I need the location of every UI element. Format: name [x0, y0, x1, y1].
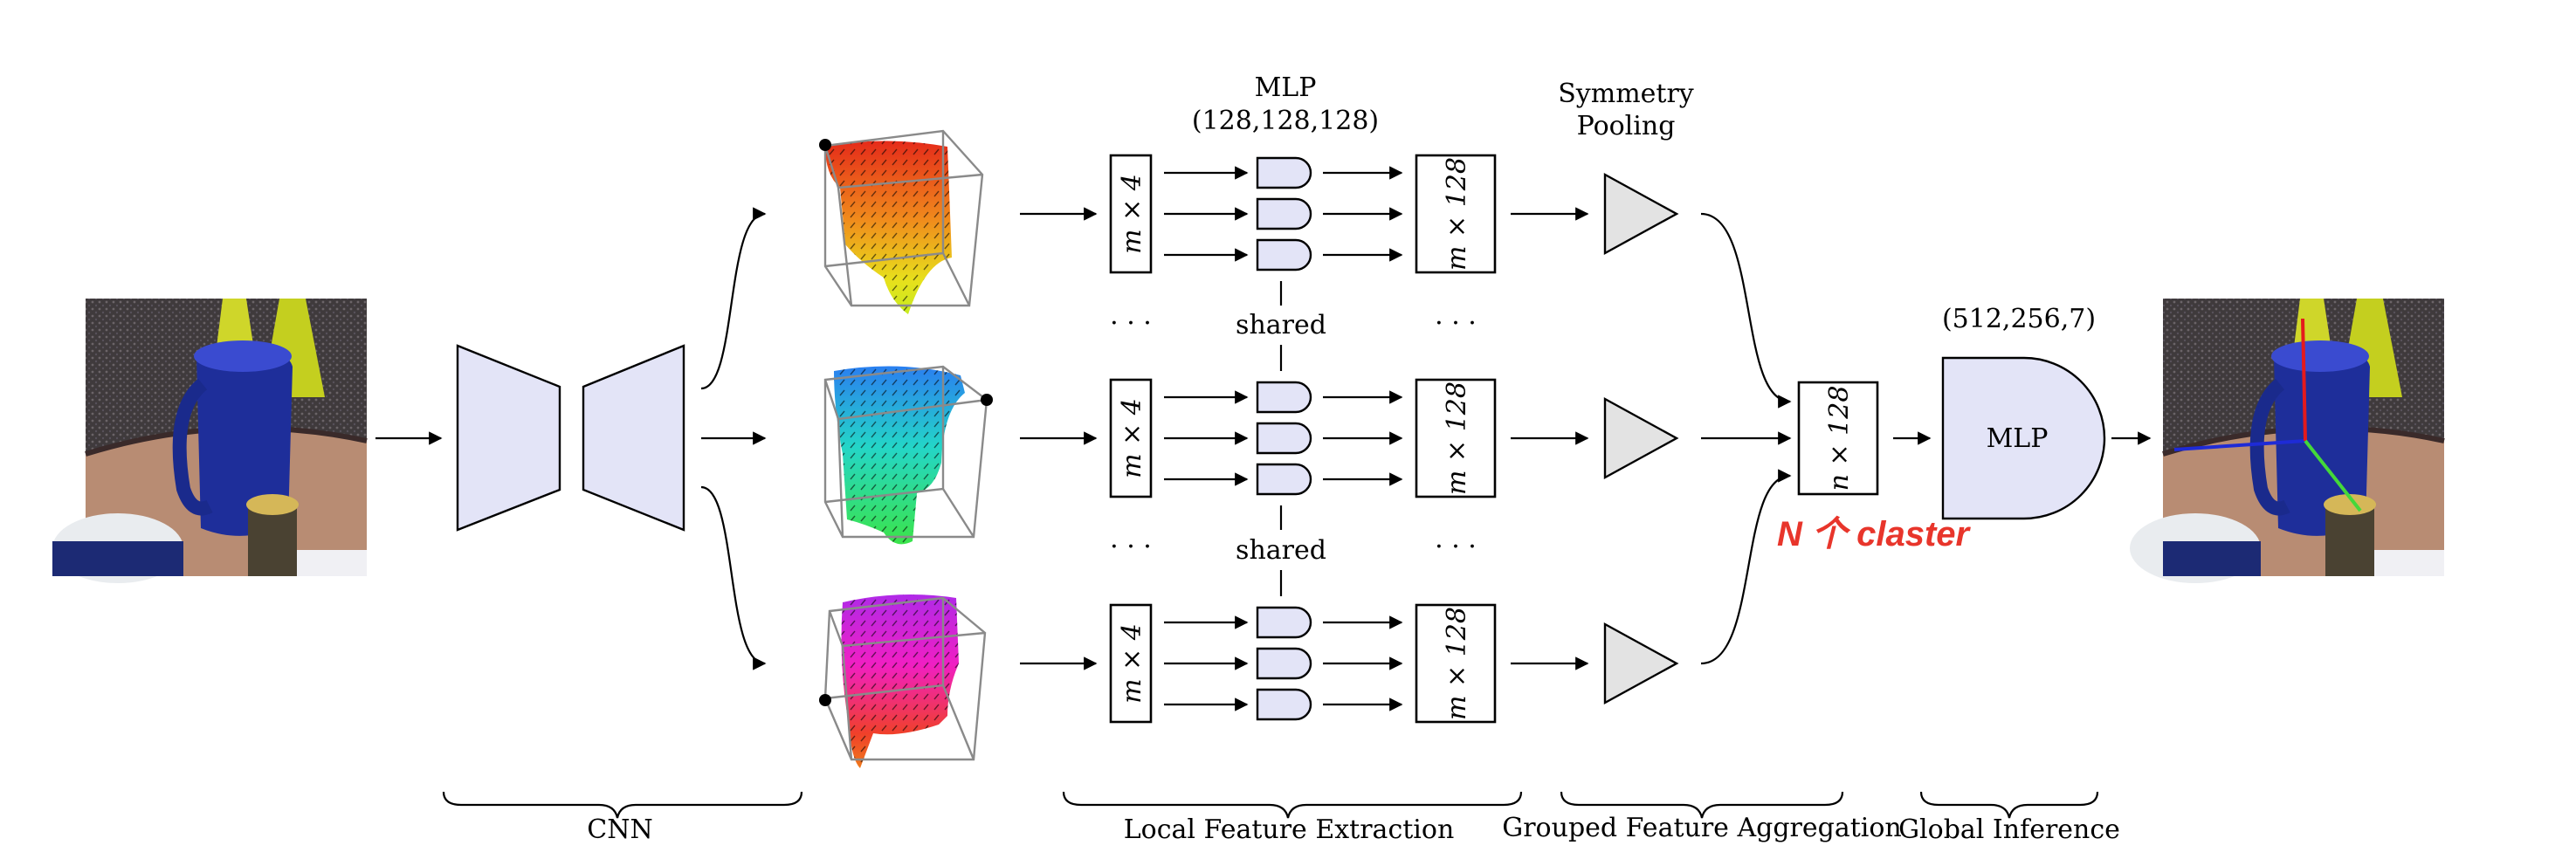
- pooling-to-aggregate-arrow: [1700, 469, 1792, 665]
- pooling-to-aggregate-arrow: [1700, 212, 1792, 409]
- cnn-stage-label: CNN: [587, 814, 652, 845]
- mlp-unit: [1256, 606, 1312, 639]
- input-photo: [52, 299, 368, 583]
- symmetry-pooling-triangle: [1603, 396, 1679, 480]
- mlp-dims: (128,128,128): [1192, 106, 1379, 136]
- input-box-label: m × 4: [1117, 174, 1147, 254]
- pose-z-axis: [2304, 439, 2362, 512]
- pose-x-axis: [2173, 439, 2306, 451]
- symmetry-pooling-triangle: [1603, 172, 1679, 256]
- input-box-label: m × 4: [1117, 623, 1147, 704]
- cnn-to-cluster-3-arrow: [700, 485, 767, 670]
- feature-box-m-by-128: [1415, 603, 1497, 724]
- feature-box-label: m × 128: [1442, 381, 1472, 495]
- input-box-label: m × 4: [1117, 398, 1147, 478]
- global-inference-stage-brace: [1919, 791, 2099, 819]
- point-cloud-cluster-1: [819, 129, 984, 314]
- mlp-unit: [1256, 238, 1312, 271]
- point-cloud-cluster-2: [823, 365, 993, 545]
- feature-box-label: m × 128: [1442, 157, 1472, 271]
- global-inference-stage-label: Global Inference: [1898, 814, 2120, 845]
- symmetry-pooling-title-line1: Symmetry: [1558, 79, 1694, 109]
- mlp-unit: [1256, 422, 1312, 455]
- mlp-unit: [1256, 463, 1312, 496]
- cnn-to-cluster-1-arrow: [700, 207, 767, 390]
- input-box-m-by-4: [1109, 603, 1153, 724]
- ellipsis: · · ·: [1435, 532, 1477, 562]
- mlp-unit: [1256, 156, 1312, 189]
- local-feature-stage-label: Local Feature Extraction: [1124, 814, 1455, 845]
- input-box-m-by-4: [1109, 154, 1153, 274]
- output-photo-with-pose-axes: [2130, 299, 2445, 583]
- branch-row-2: m × 4 m × 128: [1109, 378, 1792, 498]
- symmetry-pooling-title-line2: Pooling: [1577, 111, 1676, 141]
- cnn-encoder-shape: [456, 344, 561, 532]
- mlp-title: MLP: [1255, 72, 1317, 103]
- feature-box-m-by-128: [1415, 378, 1497, 498]
- local-feature-stage-brace: [1062, 791, 1523, 819]
- input-box-m-by-4: [1109, 378, 1153, 498]
- point-cloud-cluster-3: [819, 594, 987, 768]
- aggregated-box-label: n × 128: [1824, 386, 1855, 491]
- cnn-stage-brace: [442, 791, 803, 819]
- grouped-aggregation-stage-brace: [1560, 791, 1844, 819]
- cluster-count-annotation: N 个 claster: [1777, 515, 1972, 553]
- aggregated-box-n-by-128: [1797, 381, 1879, 496]
- feature-box-label: m × 128: [1442, 607, 1472, 720]
- mlp-unit: [1256, 381, 1312, 414]
- mlp-unit: [1256, 647, 1312, 680]
- shared-label: shared: [1236, 310, 1326, 340]
- mlp-unit: [1256, 197, 1312, 230]
- cnn-decoder-shape: [582, 344, 685, 532]
- global-mlp-unit: [1941, 356, 2106, 520]
- mlp-unit: [1256, 688, 1312, 721]
- ellipsis: · · ·: [1110, 532, 1152, 562]
- ellipsis: · · ·: [1110, 308, 1152, 339]
- branch-row-1: m × 4 m × 128: [1109, 154, 1792, 409]
- branch-row-3: m × 4 m × 128: [1109, 469, 1792, 724]
- symmetry-pooling-triangle: [1603, 622, 1679, 705]
- feature-box-m-by-128: [1415, 154, 1497, 274]
- grouped-aggregation-stage-label: Grouped Feature Aggregation: [1502, 813, 1902, 843]
- global-mlp-dims: (512,256,7): [1942, 304, 2096, 334]
- ellipsis: · · ·: [1435, 308, 1477, 339]
- shared-label: shared: [1236, 535, 1326, 566]
- pose-y-axis: [2301, 318, 2307, 442]
- global-mlp-label: MLP: [1987, 423, 2049, 454]
